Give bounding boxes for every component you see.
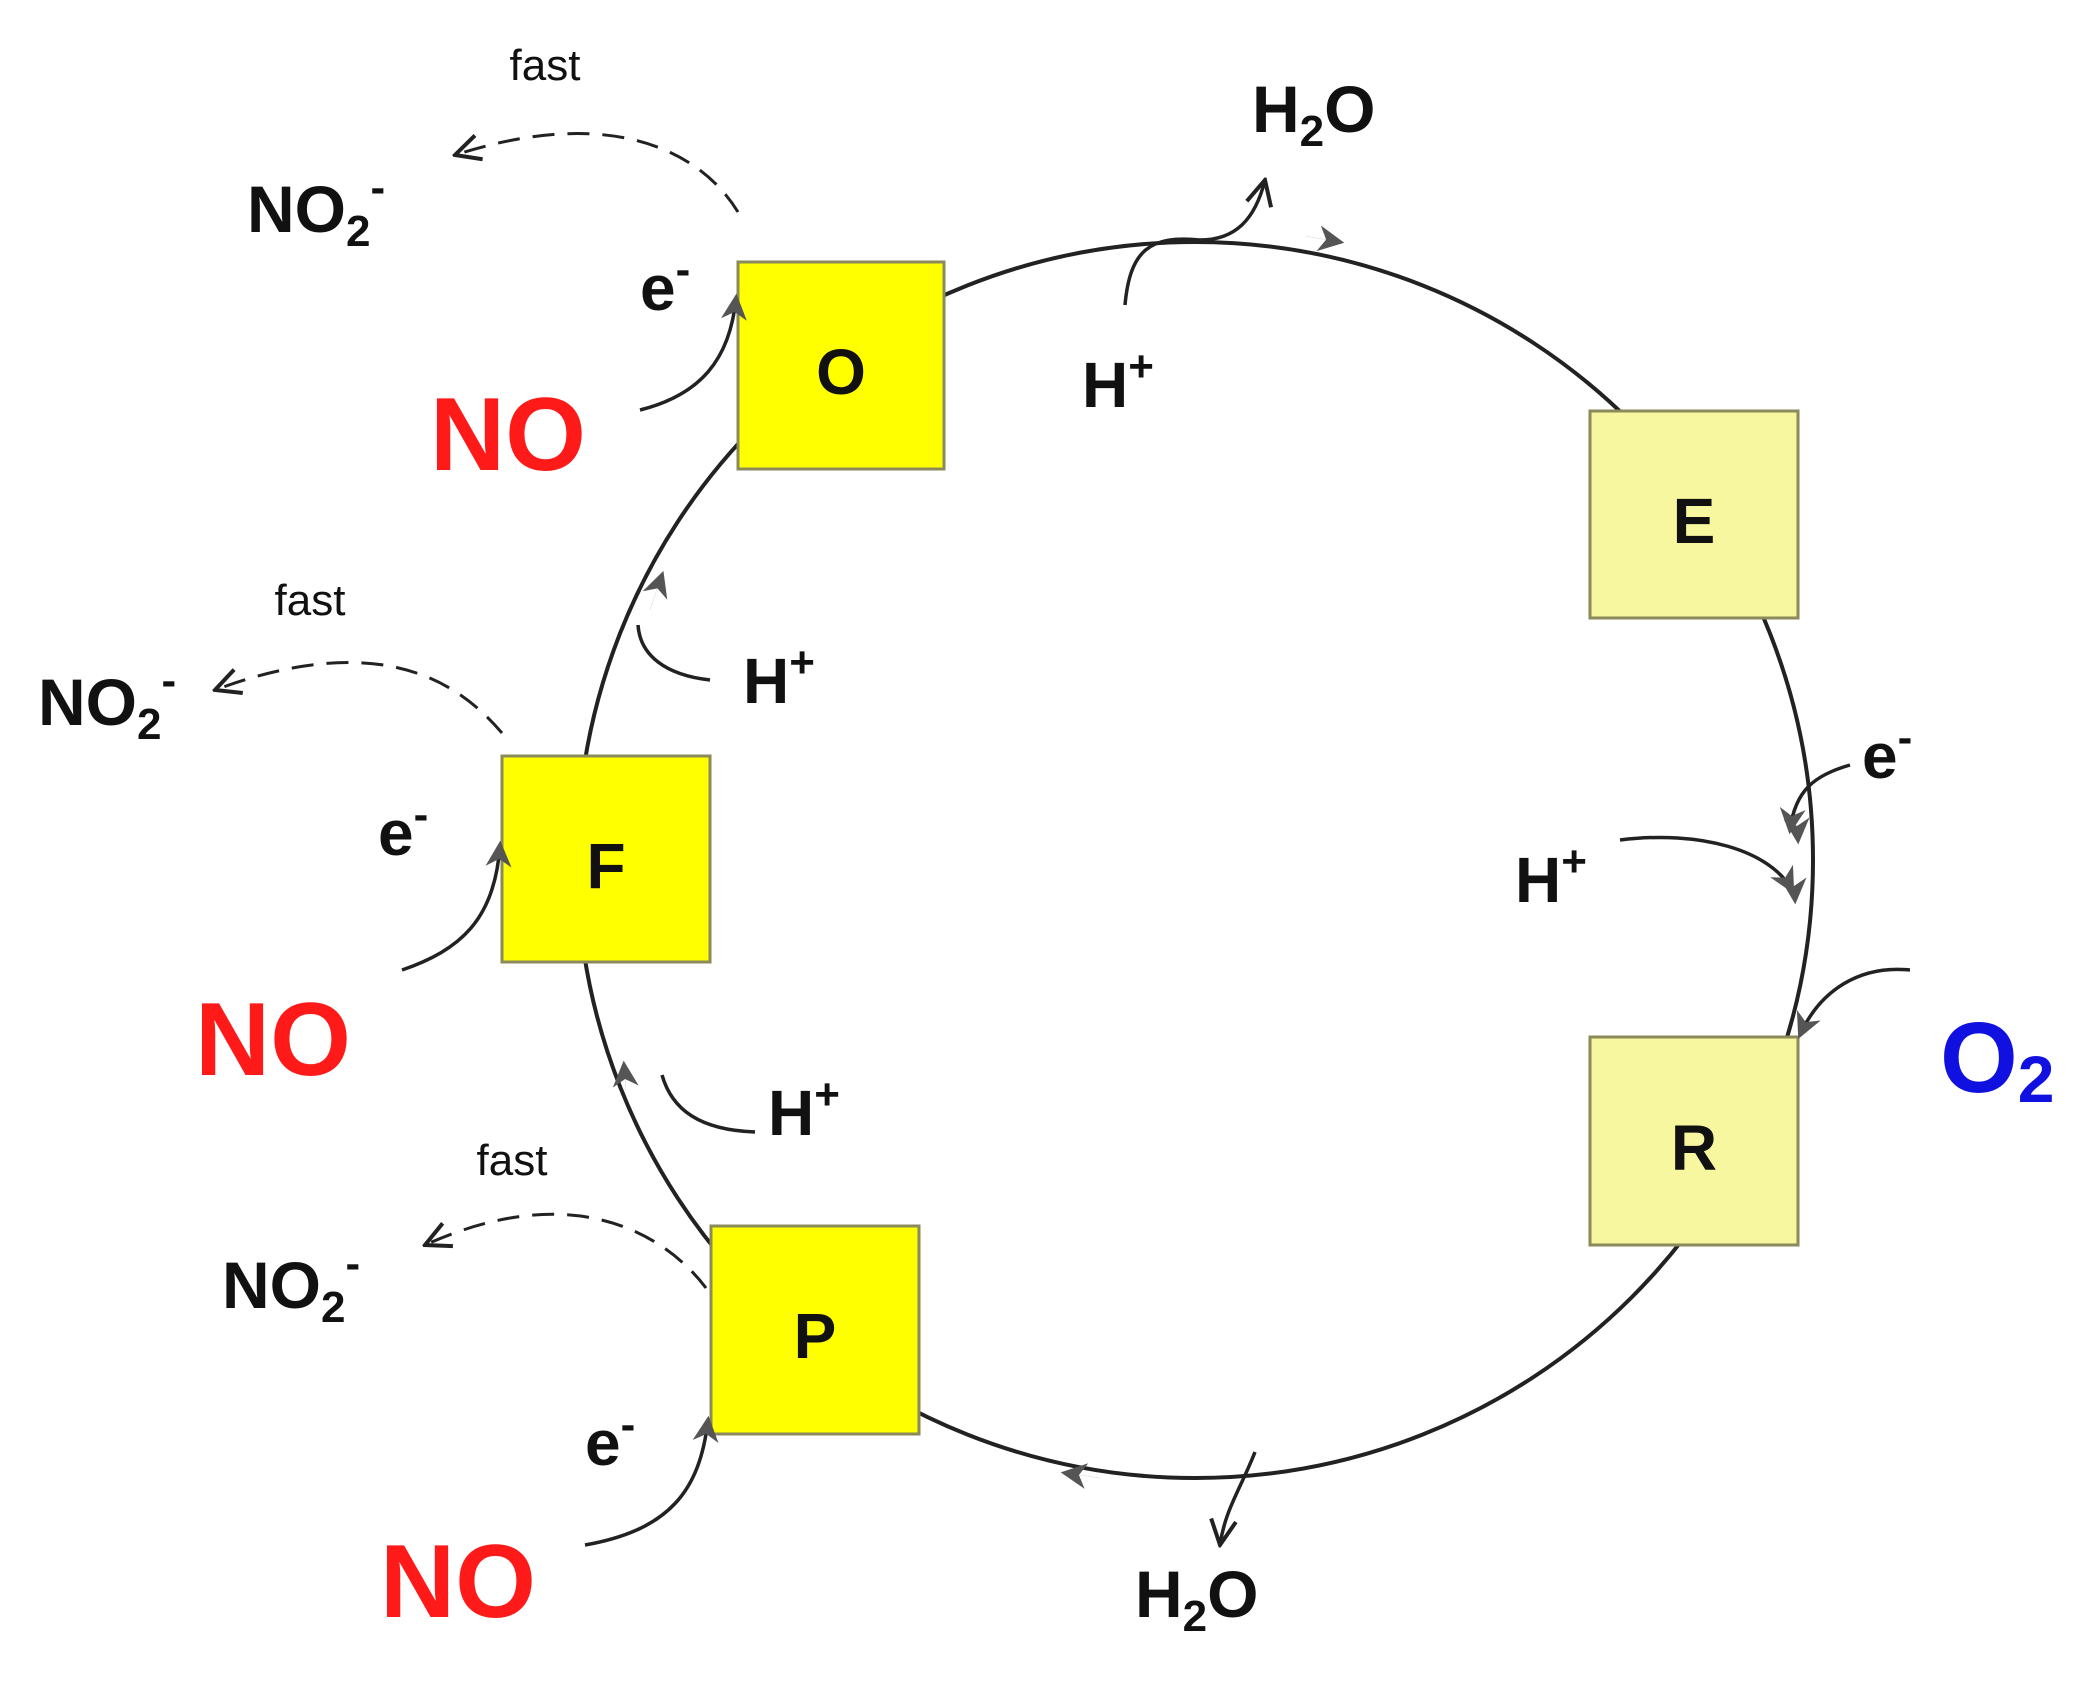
ring-arrowhead-bottom [1060, 1463, 1101, 1489]
ring-arrowhead-right-mid [1780, 869, 1807, 905]
o2-input-arrow [1796, 967, 1911, 1039]
o2-subscript: 2 [2018, 1042, 2055, 1116]
ring-arrowhead-left-lower [612, 1060, 639, 1091]
o2-text: O [1940, 1002, 2018, 1114]
ring-arrowhead-left-upper [642, 570, 668, 611]
proton-arrow-top [1123, 180, 1265, 306]
proton-text: H [768, 1077, 814, 1149]
electron-text: e [1862, 720, 1898, 792]
proton-superscript: + [1128, 342, 1154, 391]
no-label-mid: NO [195, 982, 351, 1098]
proton-label-right: H+ [1515, 837, 1587, 916]
proton-superscript: + [789, 638, 815, 687]
proton-text: H [743, 645, 789, 717]
no-input-arrow-f [401, 840, 512, 972]
fast-arrow-top [455, 132, 740, 213]
electron-label-p: e- [585, 1400, 635, 1479]
proton-label-left-lower: H+ [768, 1070, 840, 1149]
water-o: O [1324, 72, 1375, 146]
state-label-e: E [1673, 485, 1716, 557]
state-box-r: R [1588, 1035, 1800, 1247]
no-input-arrow-o [639, 293, 747, 412]
nitrite-superscript: - [370, 163, 385, 212]
electron-superscript: - [1898, 713, 1913, 762]
electron-label-f: e- [378, 790, 428, 869]
proton-arrow-left-upper [636, 624, 711, 682]
no-label-bottom: NO [380, 1524, 536, 1640]
nitrite-subscript: 2 [137, 700, 161, 749]
proton-superscript: + [1561, 837, 1587, 886]
electron-superscript: - [676, 245, 691, 294]
electron-superscript: - [621, 1400, 636, 1449]
nitrite-text: NO [222, 1248, 321, 1322]
state-label-f: F [586, 830, 625, 902]
ring-arrowhead-right-upper [1783, 809, 1810, 845]
electron-arrow-right [1779, 763, 1851, 835]
water-h: H [1252, 72, 1300, 146]
state-box-f: F [500, 754, 712, 964]
proton-label-top: H+ [1082, 342, 1154, 421]
water-subscript: 2 [1183, 1592, 1207, 1641]
no-input-arrow-p [584, 1415, 719, 1547]
proton-text: H [1082, 349, 1128, 421]
proton-arrow-right [1619, 835, 1795, 894]
state-box-p: P [709, 1224, 921, 1436]
water-subscript: 2 [1300, 107, 1324, 156]
fast-label-top: fast [510, 41, 581, 90]
state-label-o: O [816, 336, 866, 408]
state-box-e: E [1588, 409, 1800, 620]
electron-label-o: e- [640, 245, 690, 324]
nitrite-subscript: 2 [346, 207, 370, 256]
water-o: O [1207, 1557, 1258, 1631]
nitrite-superscript: - [345, 1239, 360, 1288]
proton-arrow-left-lower [660, 1074, 756, 1134]
nitrite-label-top: NO2- [247, 163, 385, 256]
proton-label-left-upper: H+ [743, 638, 815, 717]
state-box-o: O [736, 260, 946, 471]
nitrite-label-mid: NO2- [38, 656, 176, 749]
state-label-r: R [1671, 1112, 1717, 1184]
electron-text: e [640, 252, 676, 324]
nitrite-label-bottom: NO2- [222, 1239, 360, 1332]
water-h: H [1135, 1557, 1183, 1631]
electron-text: e [585, 1407, 621, 1479]
fast-arrow-mid [215, 661, 504, 734]
nitrite-superscript: - [161, 656, 176, 705]
nitrite-subscript: 2 [321, 1283, 345, 1332]
o2-label: O2 [1940, 1002, 2055, 1116]
proton-superscript: + [814, 1070, 840, 1119]
electron-label-right: e- [1862, 713, 1912, 792]
no-label-top: NO [430, 377, 586, 493]
nitrite-text: NO [38, 665, 137, 739]
electron-superscript: - [414, 790, 429, 839]
water-label-bottom: H2O [1135, 1557, 1259, 1641]
water-arrow-bottom [1220, 1451, 1257, 1545]
proton-text: H [1515, 844, 1561, 916]
fast-arrow-bottom [425, 1212, 708, 1289]
fast-label-mid: fast [275, 576, 346, 625]
fast-label-bottom: fast [477, 1136, 548, 1185]
ring-arrowhead-top [1304, 225, 1345, 252]
nitrite-text: NO [247, 172, 346, 246]
water-label-top: H2O [1252, 72, 1376, 156]
state-label-p: P [794, 1300, 837, 1372]
electron-text: e [378, 797, 414, 869]
